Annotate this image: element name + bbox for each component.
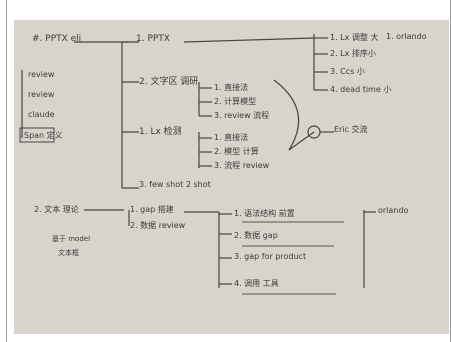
few-shot-label: 3. few shot 2 shot: [139, 180, 211, 189]
lower-right-item: 2. 数据 gap: [234, 231, 278, 240]
root-label: #. PPTX eli: [32, 34, 82, 44]
left-item: review: [28, 70, 55, 79]
mid-item: 2. 模型 计算: [214, 147, 259, 156]
left-item: review: [28, 90, 55, 99]
mid-item: 1. 直接法: [214, 83, 249, 92]
left-item: claude: [28, 110, 55, 119]
subfenxi-label: 2. 文字区 调研: [139, 77, 199, 87]
lower-mid-item: 2. 数据 review: [130, 221, 186, 230]
eric-note: Eric 交流: [334, 125, 368, 134]
right-item: 2. Lx 排序小: [330, 49, 376, 58]
lower-mid-item: 1. gap 搭建: [130, 205, 174, 214]
right-item: 4. dead time 小: [330, 85, 392, 94]
left-item: Span 定义: [24, 131, 63, 140]
whiteboard-photo: #. PPTX eli 1. PPTX 2. 文字区 调研 1. Lx 检测 3…: [14, 20, 449, 334]
right-item: 1. Lx 调整 大: [330, 33, 379, 42]
right-curve: [273, 79, 315, 151]
lower-left-item: 2. 文本 理论: [34, 205, 79, 214]
handwriting-drawing: [19, 34, 376, 295]
mid-item: 2. 计算模型: [214, 97, 257, 106]
lower-right-item: 4. 调用 工具: [234, 279, 279, 288]
span-box: [19, 127, 55, 143]
mid-item: 3. review 流程: [214, 111, 270, 120]
lower-right-item: 3. gap for product: [234, 252, 307, 261]
right-item: 3. Ccs 小: [330, 67, 365, 76]
left-border-line: [6, 0, 7, 342]
pptx-branch-label: 1. PPTX: [136, 34, 170, 44]
lower-right-item: 1. 语法结构 前置: [234, 209, 295, 218]
lower-left-item: 文本框: [58, 249, 79, 257]
top-arrow: [183, 37, 315, 43]
right-orlando: 1. orlando: [386, 32, 427, 41]
mid-item: 3. 流程 review: [214, 161, 270, 170]
lower-orlando: orlando: [378, 206, 409, 215]
jiance-label: 1. Lx 检测: [139, 127, 182, 137]
mid-item: 1. 直接法: [214, 133, 249, 142]
lower-left-item: 基于 model: [52, 235, 91, 243]
